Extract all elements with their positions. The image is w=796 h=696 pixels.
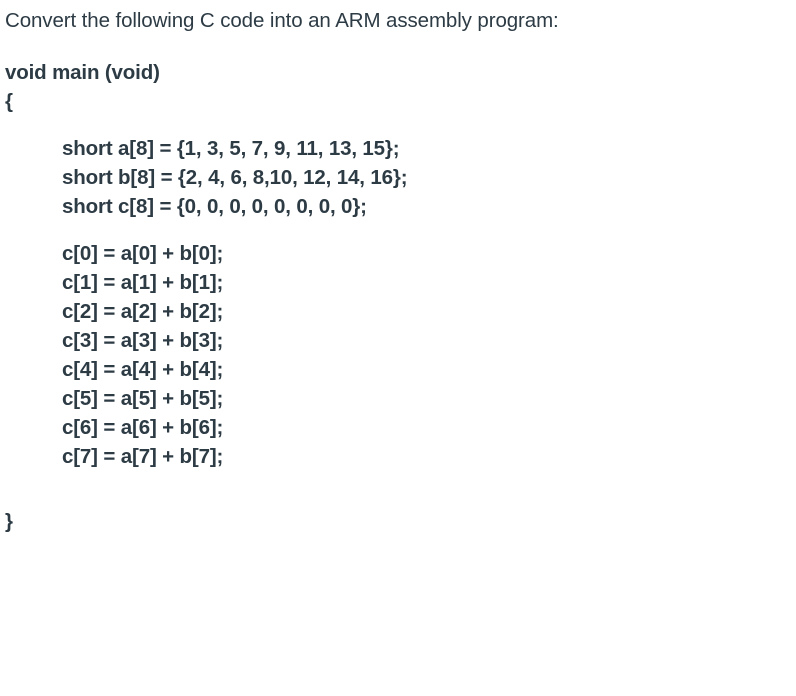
code-line-blank-4 [5,489,788,507]
code-line-assignment-6: c[6] = a[6] + b[6]; [62,415,224,439]
code-line-open-brace: { [5,89,13,113]
code-line-declaration-b: short b[8] = {2, 4, 6, 8,10, 12, 14, 16}… [62,165,408,189]
question-prompt: Convert the following C code into an ARM… [5,9,559,32]
c-code-listing: void main (void) { short a[8] = {1, 3, 5… [5,58,788,536]
code-line-assignment-7: c[7] = a[7] + b[7]; [62,444,224,468]
code-line-blank-3 [5,471,788,489]
code-line-assignment-3: c[3] = a[3] + b[3]; [62,328,224,352]
code-line-assignment-2: c[2] = a[2] + b[2]; [62,299,224,323]
code-line-blank-1 [5,116,788,134]
code-line-close-brace: } [5,509,13,533]
code-line-declaration-c: short c[8] = {0, 0, 0, 0, 0, 0, 0, 0}; [62,194,367,218]
code-line-assignment-1: c[1] = a[1] + b[1]; [62,270,224,294]
code-line-assignment-4: c[4] = a[4] + b[4]; [62,357,224,381]
code-line-assignment-5: c[5] = a[5] + b[5]; [62,386,224,410]
code-line-assignment-0: c[0] = a[0] + b[0]; [62,241,224,265]
code-line-blank-2 [5,221,788,239]
code-line-function-signature: void main (void) [5,60,160,84]
code-line-declaration-a: short a[8] = {1, 3, 5, 7, 9, 11, 13, 15}… [62,136,400,160]
